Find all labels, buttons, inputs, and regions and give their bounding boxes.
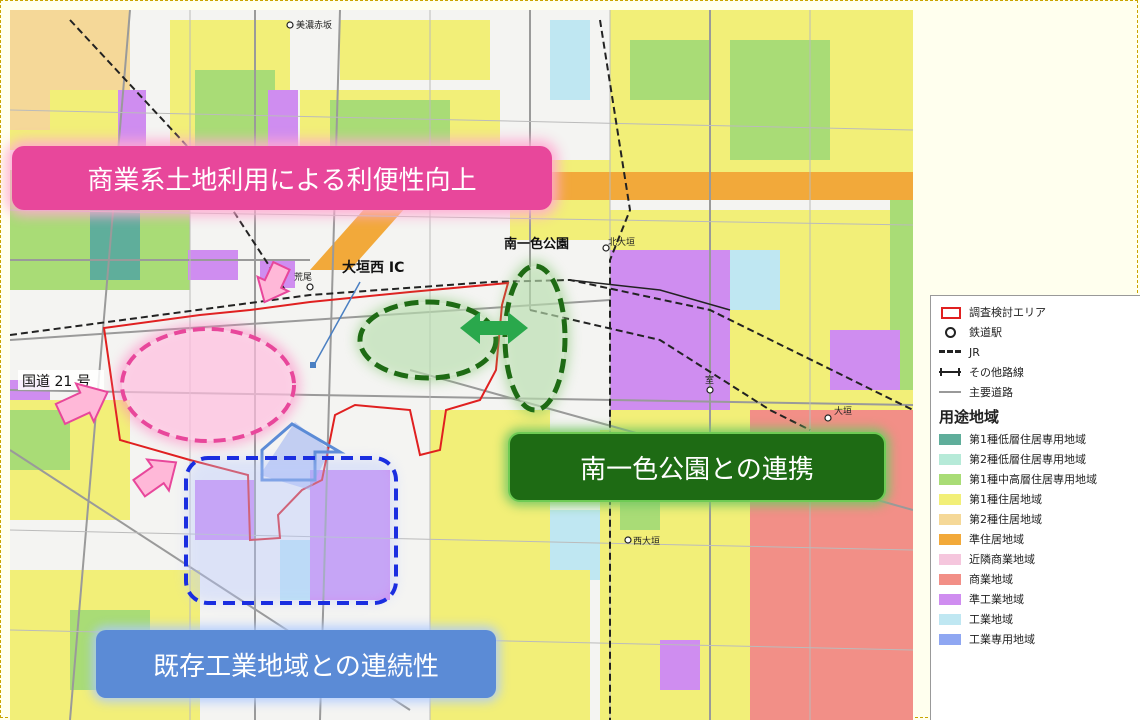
station-mino-akasaka-icon bbox=[286, 21, 294, 29]
zone-label: 第2種低層住居専用地域 bbox=[969, 453, 1086, 466]
legend-zone-row: 近隣商業地域 bbox=[939, 549, 1132, 569]
legend-zone-row: 準住居地域 bbox=[939, 529, 1132, 549]
other-rail-icon bbox=[939, 366, 961, 378]
zone-semi-residential bbox=[10, 10, 50, 130]
legend-label: 調査検討エリア bbox=[969, 306, 1046, 319]
ic-pointer-line bbox=[313, 281, 361, 366]
park-area-ellipse bbox=[502, 263, 568, 413]
zone-industrial bbox=[550, 20, 590, 100]
red-outline-rect-icon bbox=[939, 306, 961, 319]
industrial-zone-glow bbox=[186, 458, 396, 603]
zone-swatch bbox=[939, 533, 961, 545]
station-nishi-ogaki-icon bbox=[624, 536, 632, 544]
station-arao-icon bbox=[306, 283, 314, 291]
park-area-glow bbox=[500, 260, 570, 416]
commercial-callout: 商業系土地利用による利便性向上 bbox=[12, 146, 552, 210]
zone-first-residential bbox=[340, 20, 490, 80]
zone-swatch bbox=[939, 633, 961, 645]
park-link-callout: 南一色公園との連携 bbox=[508, 432, 886, 502]
station-muro-label: 室 bbox=[705, 374, 714, 386]
legend-zone-row: 第1種中高層住居専用地域 bbox=[939, 469, 1132, 489]
zone-mid-high-residential bbox=[730, 40, 830, 160]
ogaki-nishi-ic-label: 大垣西 IC bbox=[342, 259, 404, 276]
double-arrow-icon bbox=[460, 312, 528, 344]
legend-row-other-rail: その他路線 bbox=[939, 362, 1132, 382]
station-muro-icon bbox=[706, 386, 714, 394]
zone-first-residential bbox=[50, 10, 130, 90]
legend-zone-row: 第1種低層住居専用地域 bbox=[939, 429, 1132, 449]
industrial-zone-box bbox=[184, 456, 398, 605]
route21-label: 国道 21 号 bbox=[22, 374, 91, 390]
station-arao-label: 荒尾 bbox=[294, 272, 312, 283]
zone-label: 第1種住居地域 bbox=[969, 493, 1042, 506]
jr-line-icon bbox=[939, 346, 961, 358]
legend-label: その他路線 bbox=[969, 366, 1024, 379]
zone-swatch bbox=[939, 433, 961, 445]
main-road-icon bbox=[939, 386, 961, 398]
zone-label: 近隣商業地域 bbox=[969, 553, 1035, 566]
zone-label: 第2種住居地域 bbox=[969, 513, 1042, 526]
legend-row-main-road: 主要道路 bbox=[939, 382, 1132, 402]
zone-swatch bbox=[939, 573, 961, 585]
legend-zone-row: 第2種低層住居専用地域 bbox=[939, 449, 1132, 469]
legend-zone-row: 工業地域 bbox=[939, 609, 1132, 629]
zone-swatch bbox=[939, 613, 961, 625]
legend-zone-row: 第2種住居地域 bbox=[939, 509, 1132, 529]
zone-industrial-semi bbox=[188, 250, 238, 280]
zone-label: 商業地域 bbox=[969, 573, 1013, 586]
legend-zoning-title: 用途地域 bbox=[939, 408, 1000, 426]
legend-zone-row: 第1種住居地域 bbox=[939, 489, 1132, 509]
legend: 調査検討エリア 鉄道駅 JR その他路線 主要道路 用途地域 第1種低層住居専用… bbox=[930, 295, 1140, 720]
zone-label: 準住居地域 bbox=[969, 533, 1024, 546]
legend-label: 鉄道駅 bbox=[969, 326, 1002, 339]
ic-marker-icon bbox=[310, 362, 316, 368]
legend-zone-row: 商業地域 bbox=[939, 569, 1132, 589]
zone-swatch bbox=[939, 473, 961, 485]
zone-mid-high-residential bbox=[630, 40, 710, 100]
legend-row-study-area: 調査検討エリア bbox=[939, 302, 1132, 322]
legend-zone-list: 第1種低層住居専用地域第2種低層住居専用地域第1種中高層住居専用地域第1種住居地… bbox=[939, 429, 1132, 649]
legend-zone-row: 工業専用地域 bbox=[939, 629, 1132, 649]
station-kita-ogaki-icon bbox=[602, 244, 610, 252]
zone-industrial-semi bbox=[610, 250, 730, 410]
station-ogaki-label: 大垣 bbox=[834, 405, 852, 417]
zone-industrial-semi bbox=[830, 330, 900, 390]
zone-swatch bbox=[939, 553, 961, 565]
zone-industrial-semi bbox=[660, 640, 700, 690]
other-rail-line bbox=[529, 309, 811, 431]
zone-low-residential-1 bbox=[90, 210, 140, 280]
other-rail-line bbox=[569, 279, 731, 311]
commercial-zone-glow bbox=[116, 323, 300, 447]
zone-swatch bbox=[939, 453, 961, 465]
station-area-ellipse bbox=[357, 299, 499, 381]
minami-isshiki-park-label: 南一色公園 bbox=[504, 236, 569, 252]
zone-mid-high-residential bbox=[10, 410, 70, 470]
legend-row-station: 鉄道駅 bbox=[939, 322, 1132, 342]
zone-swatch bbox=[939, 593, 961, 605]
zone-label: 第1種低層住居専用地域 bbox=[969, 433, 1086, 446]
zone-swatch bbox=[939, 513, 961, 525]
station-circle-icon bbox=[939, 326, 961, 338]
land-use-map[interactable]: 美濃赤坂 荒尾 北大垣 室 大垣 西大垣 大垣西 IC 南一色公園 国道 21 … bbox=[10, 10, 913, 720]
stations: 美濃赤坂 荒尾 北大垣 室 大垣 西大垣 bbox=[286, 19, 852, 547]
zone-label: 準工業地域 bbox=[969, 593, 1024, 606]
legend-zone-row: 準工業地域 bbox=[939, 589, 1132, 609]
zone-label: 第1種中高層住居専用地域 bbox=[969, 473, 1097, 486]
industrial-callout: 既存工業地域との連続性 bbox=[96, 630, 496, 698]
station-nishi-ogaki-label: 西大垣 bbox=[633, 535, 660, 547]
legend-row-jr: JR bbox=[939, 342, 1132, 362]
zone-label: 工業専用地域 bbox=[969, 633, 1035, 646]
zone-label: 工業地域 bbox=[969, 613, 1013, 626]
station-kita-ogaki-label: 北大垣 bbox=[608, 236, 635, 248]
pink-arrow-icon bbox=[54, 260, 291, 498]
legend-label: JR bbox=[969, 345, 980, 359]
station-area-glow bbox=[356, 298, 500, 382]
legend-label: 主要道路 bbox=[969, 386, 1013, 399]
commercial-zone-ellipse bbox=[120, 327, 296, 443]
station-mino-akasaka-label: 美濃赤坂 bbox=[296, 19, 332, 31]
station-ogaki-icon bbox=[824, 414, 832, 422]
zone-swatch bbox=[939, 493, 961, 505]
zone-industrial bbox=[730, 250, 780, 310]
